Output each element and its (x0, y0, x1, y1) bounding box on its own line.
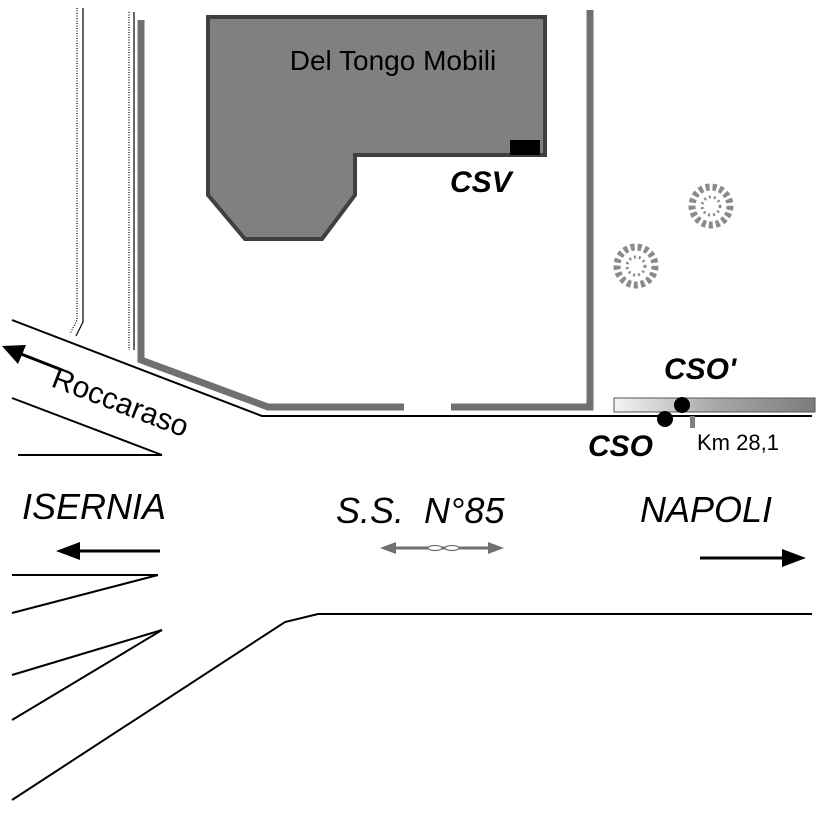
arrow-icon (56, 542, 160, 560)
arrow-icon (700, 549, 806, 567)
km-marker-bar (613, 397, 816, 413)
tree-icon (688, 183, 734, 229)
cso-prime-label: CSO' (664, 353, 737, 386)
km-marker-label: Km 28,1 (697, 430, 779, 455)
perimeter-wall (137, 10, 594, 411)
napoli-label: NAPOLI (640, 489, 772, 530)
arrow-icon (2, 345, 63, 372)
csv-label: CSV (450, 166, 515, 199)
cso-label: CSO (588, 430, 653, 463)
building-del-tongo (206, 15, 547, 241)
isernia-fan-line (11, 629, 163, 676)
isernia-fan-line (11, 629, 163, 721)
isernia-label: ISERNIA (22, 486, 166, 527)
road-name-label: S.S. N°85 (336, 490, 505, 531)
road-north-edge (11, 319, 812, 417)
road-double-arrow (380, 542, 504, 554)
building-name-label: Del Tongo Mobili (290, 45, 497, 76)
km-marker-post (690, 416, 695, 428)
isernia-fan-line (11, 574, 159, 614)
csv-sensor-box (510, 140, 540, 155)
station-dot-icon (657, 411, 673, 427)
side-road-lines (69, 8, 135, 350)
road-edges (11, 319, 812, 801)
roccaraso-lower-edge (11, 397, 163, 456)
tree-icon (613, 243, 659, 289)
station-dot-icon (674, 397, 690, 413)
road-south-edge (11, 613, 812, 801)
